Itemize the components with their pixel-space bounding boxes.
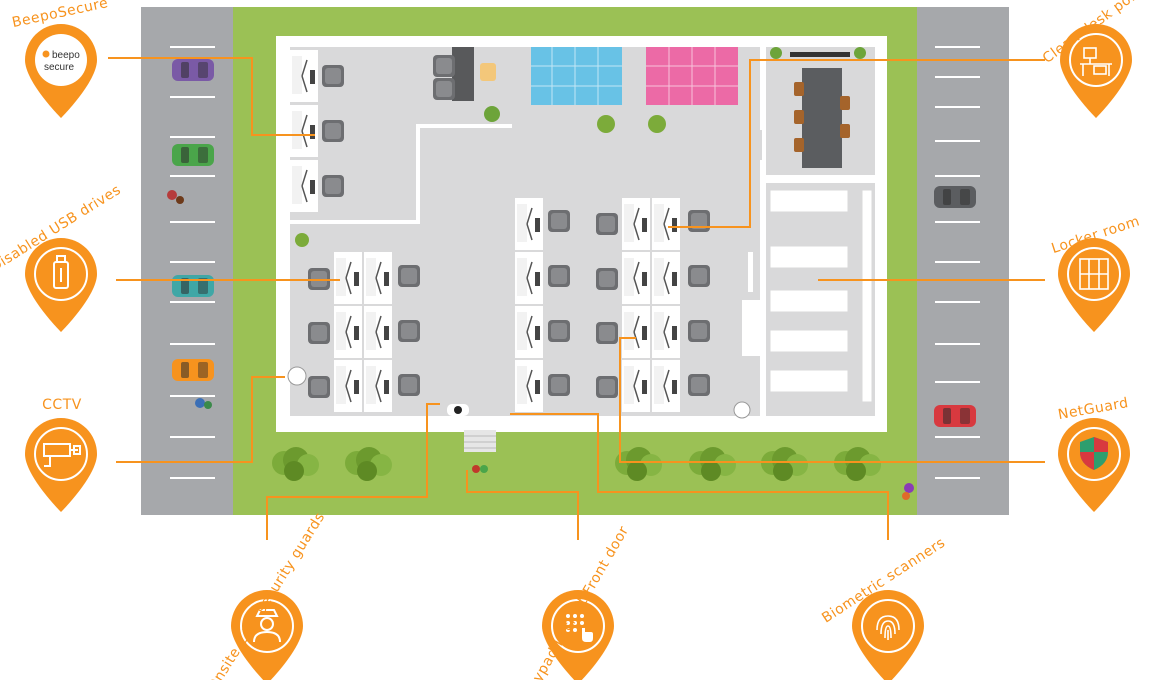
desk-icon <box>1080 47 1112 76</box>
pin-beeposecure[interactable]: beepo secure <box>25 24 97 118</box>
beepo-logo: beepo secure <box>42 50 80 73</box>
parked-car-green <box>172 144 214 166</box>
usb-icon <box>53 255 69 289</box>
interior-walls <box>290 47 875 416</box>
pin-label-cctv: CCTV <box>42 397 82 413</box>
pin-cctv[interactable] <box>25 418 97 512</box>
workstations-middle <box>308 251 420 413</box>
locker-icon <box>1079 258 1109 290</box>
keypad-icon <box>566 614 593 642</box>
plants <box>295 115 666 247</box>
cctv-camera-icon <box>43 443 81 467</box>
parked-car-red <box>934 405 976 427</box>
svg-text:secure: secure <box>44 62 74 73</box>
front-steps <box>464 430 496 452</box>
parked-car-teal <box>172 275 214 297</box>
parked-car-grey <box>934 186 976 208</box>
svg-text:beepo: beepo <box>52 50 80 61</box>
pin-locker[interactable] <box>1058 238 1130 332</box>
pin-usb[interactable] <box>25 238 97 332</box>
pin-keypad[interactable] <box>542 590 614 680</box>
fingerprint-icon <box>876 615 900 640</box>
pin-netguard[interactable] <box>1058 418 1130 512</box>
meeting-table <box>802 68 842 168</box>
workstations-left <box>289 49 344 213</box>
pin-biometric[interactable] <box>852 590 924 680</box>
pedestrian <box>167 190 914 500</box>
shield-icon <box>1080 437 1108 470</box>
parked-car-purple <box>172 59 214 81</box>
security-guard-icon <box>253 609 281 643</box>
parked-car-orange <box>172 359 214 381</box>
cctv-dome <box>287 366 307 386</box>
lockers <box>769 189 873 403</box>
connector-lines <box>108 57 1045 540</box>
pin-clean-desk[interactable] <box>1060 24 1132 118</box>
restroom-blue <box>531 47 622 105</box>
parking-lines <box>170 46 980 479</box>
pin-guards[interactable] <box>231 590 303 680</box>
